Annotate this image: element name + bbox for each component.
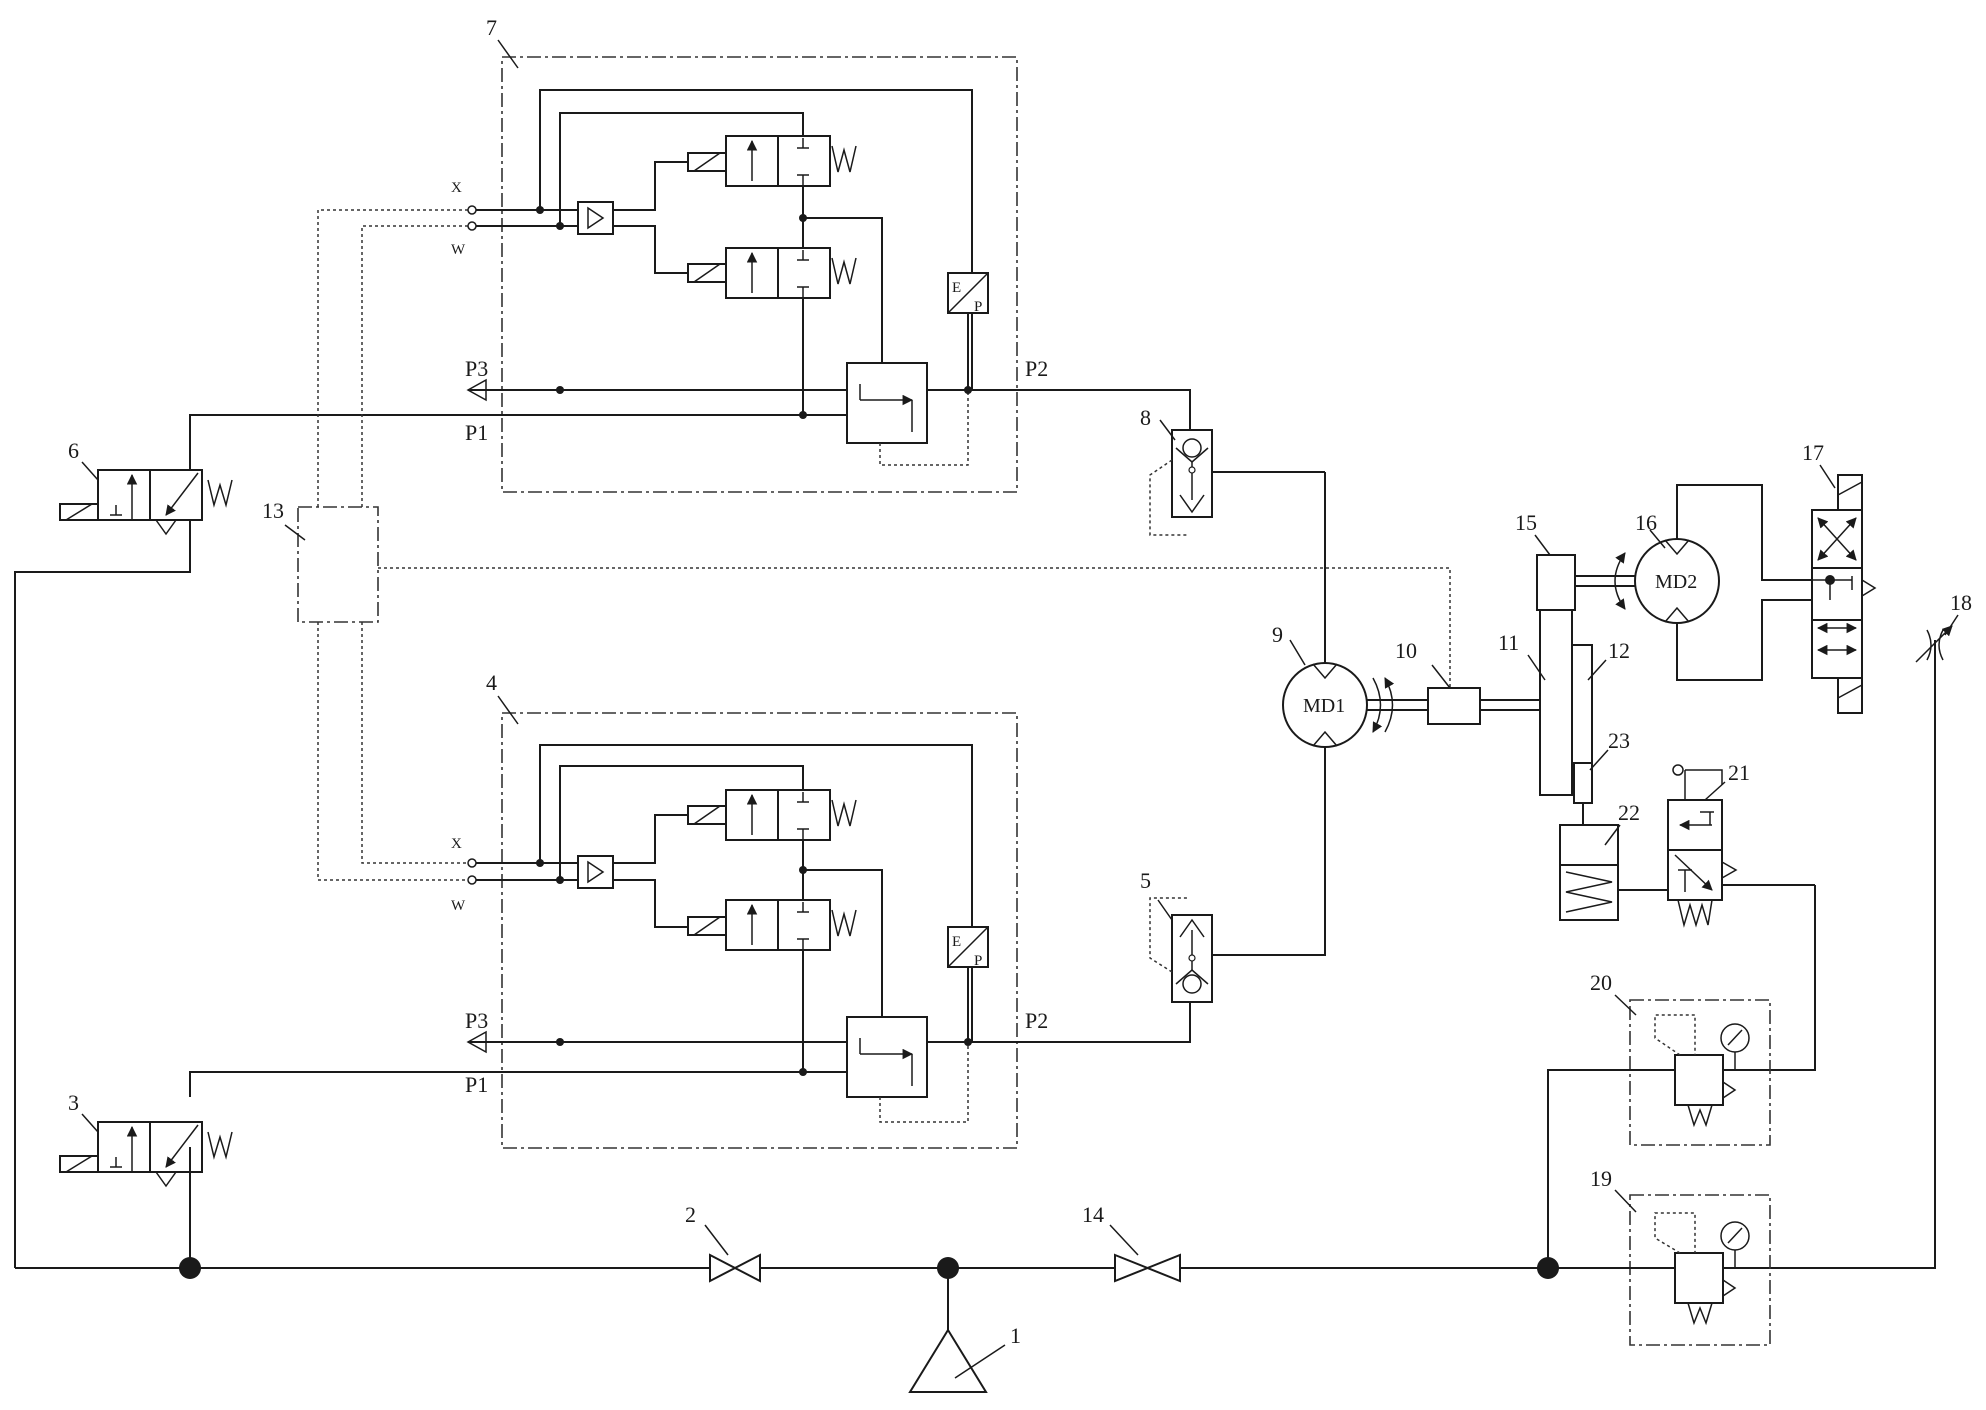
solenoid-valve-6: 6 <box>60 438 232 534</box>
label-9: 9 <box>1272 622 1283 647</box>
label-17: 17 <box>1802 440 1824 465</box>
ball-valve-2: 2 <box>685 1202 760 1281</box>
ball-valve-14: 14 <box>1082 1202 1180 1281</box>
port-x: X <box>451 180 462 196</box>
port-w-2: W <box>451 898 466 914</box>
port-x-2: X <box>451 836 462 852</box>
ep-label-p-2: P <box>974 953 982 969</box>
label-3: 3 <box>68 1090 79 1115</box>
ep-label-p: P <box>974 299 982 315</box>
label-12: 12 <box>1608 638 1630 663</box>
label-4: 4 <box>486 670 497 695</box>
check-valve-5: 5 <box>1140 745 1325 1002</box>
throttle-valve-18: 18 <box>1916 590 1972 662</box>
label-1: 1 <box>1010 1323 1021 1348</box>
label-23: 23 <box>1608 728 1630 753</box>
label-21: 21 <box>1728 760 1750 785</box>
label-18: 18 <box>1950 590 1972 615</box>
controller-13: 13 <box>262 210 1450 880</box>
pressure-regulator-19: 19 <box>1590 1166 1770 1345</box>
ep-label-e-2: E <box>952 934 961 950</box>
label-16: 16 <box>1635 510 1657 535</box>
label-19: 19 <box>1590 1166 1612 1191</box>
junction-dot <box>937 1257 959 1279</box>
port-p2-bottom: P2 <box>1025 1008 1048 1033</box>
brake-cylinder-22: 22 <box>1560 800 1668 920</box>
label-15: 15 <box>1515 510 1537 535</box>
pressure-module-7: 7 X W <box>451 15 1190 492</box>
junction-dot <box>179 1257 201 1279</box>
check-valve-8: 8 <box>1140 405 1325 663</box>
label-10: 10 <box>1395 638 1417 663</box>
label-7: 7 <box>486 15 497 40</box>
directional-valve-17: 17 <box>1802 440 1875 713</box>
label-5: 5 <box>1140 868 1151 893</box>
label-11: 11 <box>1498 630 1519 655</box>
label-20: 20 <box>1590 970 1612 995</box>
drum-11: 11 <box>1498 610 1572 795</box>
port-p1-top: P1 <box>465 420 488 445</box>
port-p3-bottom: P3 <box>465 1008 488 1033</box>
label-8: 8 <box>1140 405 1151 430</box>
pressure-module-4: 4 X W <box>451 670 1190 1148</box>
port-p3-top: P3 <box>465 356 488 381</box>
air-source-1: 1 <box>910 1323 1021 1392</box>
motor-md1-label: MD1 <box>1303 695 1345 717</box>
port-p1-bottom: P1 <box>465 1072 488 1097</box>
label-6: 6 <box>68 438 79 463</box>
label-22: 22 <box>1618 800 1640 825</box>
port-w: W <box>451 242 466 258</box>
port-p2-top: P2 <box>1025 356 1048 381</box>
label-14: 14 <box>1082 1202 1104 1227</box>
unit-15: 15 <box>1515 510 1575 610</box>
solenoid-valve-3: 3 <box>60 1090 232 1186</box>
label-13: 13 <box>262 498 284 523</box>
motor-md2-label: MD2 <box>1655 571 1697 593</box>
label-2: 2 <box>685 1202 696 1227</box>
manual-valve-21: 21 <box>1668 760 1815 1070</box>
ep-label-e: E <box>952 280 961 296</box>
